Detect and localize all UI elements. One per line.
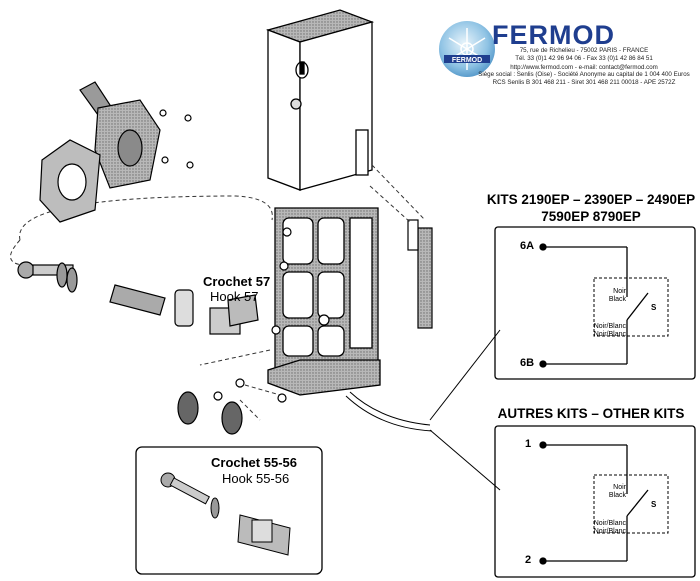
- hook-5556-panel: [135, 446, 323, 575]
- brand-rcs: RCS Senlis B 301 468 211 - Siret 301 468…: [492, 79, 676, 86]
- kit1-title-line1: KITS 2190EP – 2390EP – 2490EP: [486, 192, 696, 207]
- kit2-switch-noirblanc2: Noir/Blanc: [593, 528, 626, 535]
- contact-plate: [407, 219, 433, 329]
- kit1-switch-s: S: [651, 303, 657, 312]
- kit1-terminal-top: 6A: [520, 240, 535, 252]
- hook5556-label-en: Hook 55-56: [222, 471, 290, 486]
- kit1-switch-noirblanc: Noir/Blanc: [593, 323, 626, 330]
- kit1-schematic: [494, 226, 696, 380]
- kit1-switch-noir: Noir: [613, 288, 626, 295]
- brand-web: http://www.fermod.com - e-mail: contact@…: [510, 64, 658, 71]
- knob-assembly: [79, 81, 194, 189]
- gasket-plate: [39, 139, 101, 223]
- cable: [345, 329, 501, 491]
- hook5556-label-fr: Crochet 55-56: [211, 455, 297, 470]
- kit2-terminal-top: 1: [525, 438, 532, 450]
- hook57-label-fr: Crochet 57: [203, 274, 271, 289]
- kit2-schematic: [494, 425, 696, 578]
- brand-registered: Siège social : Senlis (Oise) - Société A…: [478, 71, 690, 78]
- kit1-switch-noirblanc2: Noir/Blanc: [593, 331, 626, 338]
- kit1-terminal-bottom: 6B: [520, 357, 535, 369]
- kit2-switch-black: Black: [608, 492, 626, 499]
- kit1-switch-black: Black: [608, 296, 626, 303]
- brand-name: FERMOD: [492, 20, 615, 50]
- kit2-terminal-bottom: 2: [525, 554, 532, 566]
- hook57-label-en: Hook 57: [210, 289, 259, 304]
- spindle-parts: [17, 261, 259, 335]
- logo-text: FERMOD: [452, 57, 482, 64]
- brand-address: 75, rue de Richelieu - 75002 PARIS - FRA…: [519, 47, 649, 54]
- fermod-logo: FERMOD: [439, 21, 495, 77]
- housing-box: [265, 9, 375, 191]
- kit2-switch-s: S: [651, 500, 657, 509]
- kit2-switch-noirblanc: Noir/Blanc: [593, 520, 626, 527]
- washers: [177, 227, 292, 435]
- leader-lines: [10, 164, 426, 421]
- brand-phone: Tél. 33 (0)1 42 96 94 06 - Fax 33 (0)1 4…: [515, 55, 653, 62]
- kit2-title: AUTRES KITS – OTHER KITS: [497, 406, 685, 421]
- base-block: [267, 207, 381, 396]
- kit1-title-line2: 7590EP 8790EP: [541, 209, 641, 224]
- kit2-switch-noir: Noir: [613, 484, 626, 491]
